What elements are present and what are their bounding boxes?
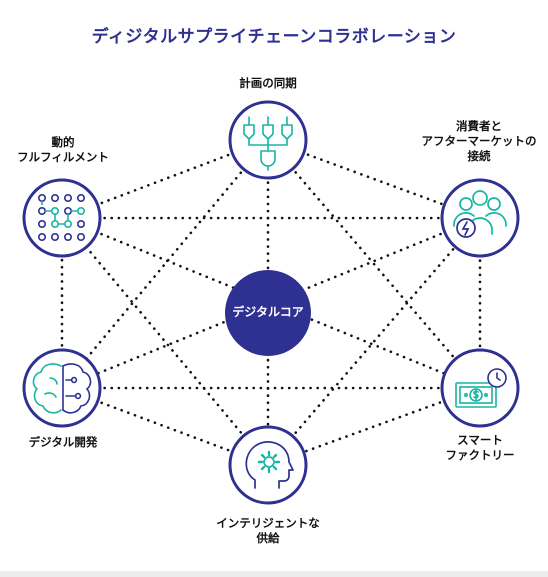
fulfillment-label: 動的 フルフィルメント xyxy=(2,135,124,165)
factory-label-line2: ファクトリー xyxy=(445,448,515,462)
diagram-title: ディジタルサプライチェーンコラボレーション xyxy=(91,27,457,47)
supply-label-line2: 供給 xyxy=(256,531,280,545)
money-clock-icon xyxy=(455,368,507,408)
factory-label: スマート ファクトリー xyxy=(420,433,540,463)
dot-grid-icon xyxy=(37,194,86,242)
supply-node xyxy=(228,425,308,505)
aftermarket-label: 消費者と アフターマーケットの 接続 xyxy=(410,119,548,164)
footer-bar xyxy=(0,571,548,577)
people-lightning-icon xyxy=(453,190,507,238)
fulfillment-node xyxy=(22,178,102,258)
factory-node xyxy=(440,348,520,428)
development-label: デジタル開発 xyxy=(2,435,124,450)
planning-label: 計画の同期 xyxy=(198,76,338,91)
factory-label-line1: スマート xyxy=(457,433,503,447)
circuit-flask-icon xyxy=(243,116,293,171)
fulfillment-label-line2: フルフィルメント xyxy=(17,150,109,164)
head-gear-icon xyxy=(245,441,294,489)
aftermarket-label-line3: 接続 xyxy=(467,149,491,163)
digital-core-node xyxy=(225,270,311,356)
planning-label-line1: 計画の同期 xyxy=(239,76,297,90)
supply-label: インテリジェントな 供給 xyxy=(193,516,343,546)
fulfillment-label-line1: 動的 xyxy=(51,135,75,149)
digital-core-label: デジタルコア xyxy=(232,305,304,319)
aftermarket-label-line2: アフターマーケットの xyxy=(421,134,537,148)
development-label-line1: デジタル開発 xyxy=(28,435,98,449)
aftermarket-label-line1: 消費者と xyxy=(456,119,502,133)
brain-icon xyxy=(32,363,92,414)
supply-label-line1: インテリジェントな xyxy=(216,516,320,530)
